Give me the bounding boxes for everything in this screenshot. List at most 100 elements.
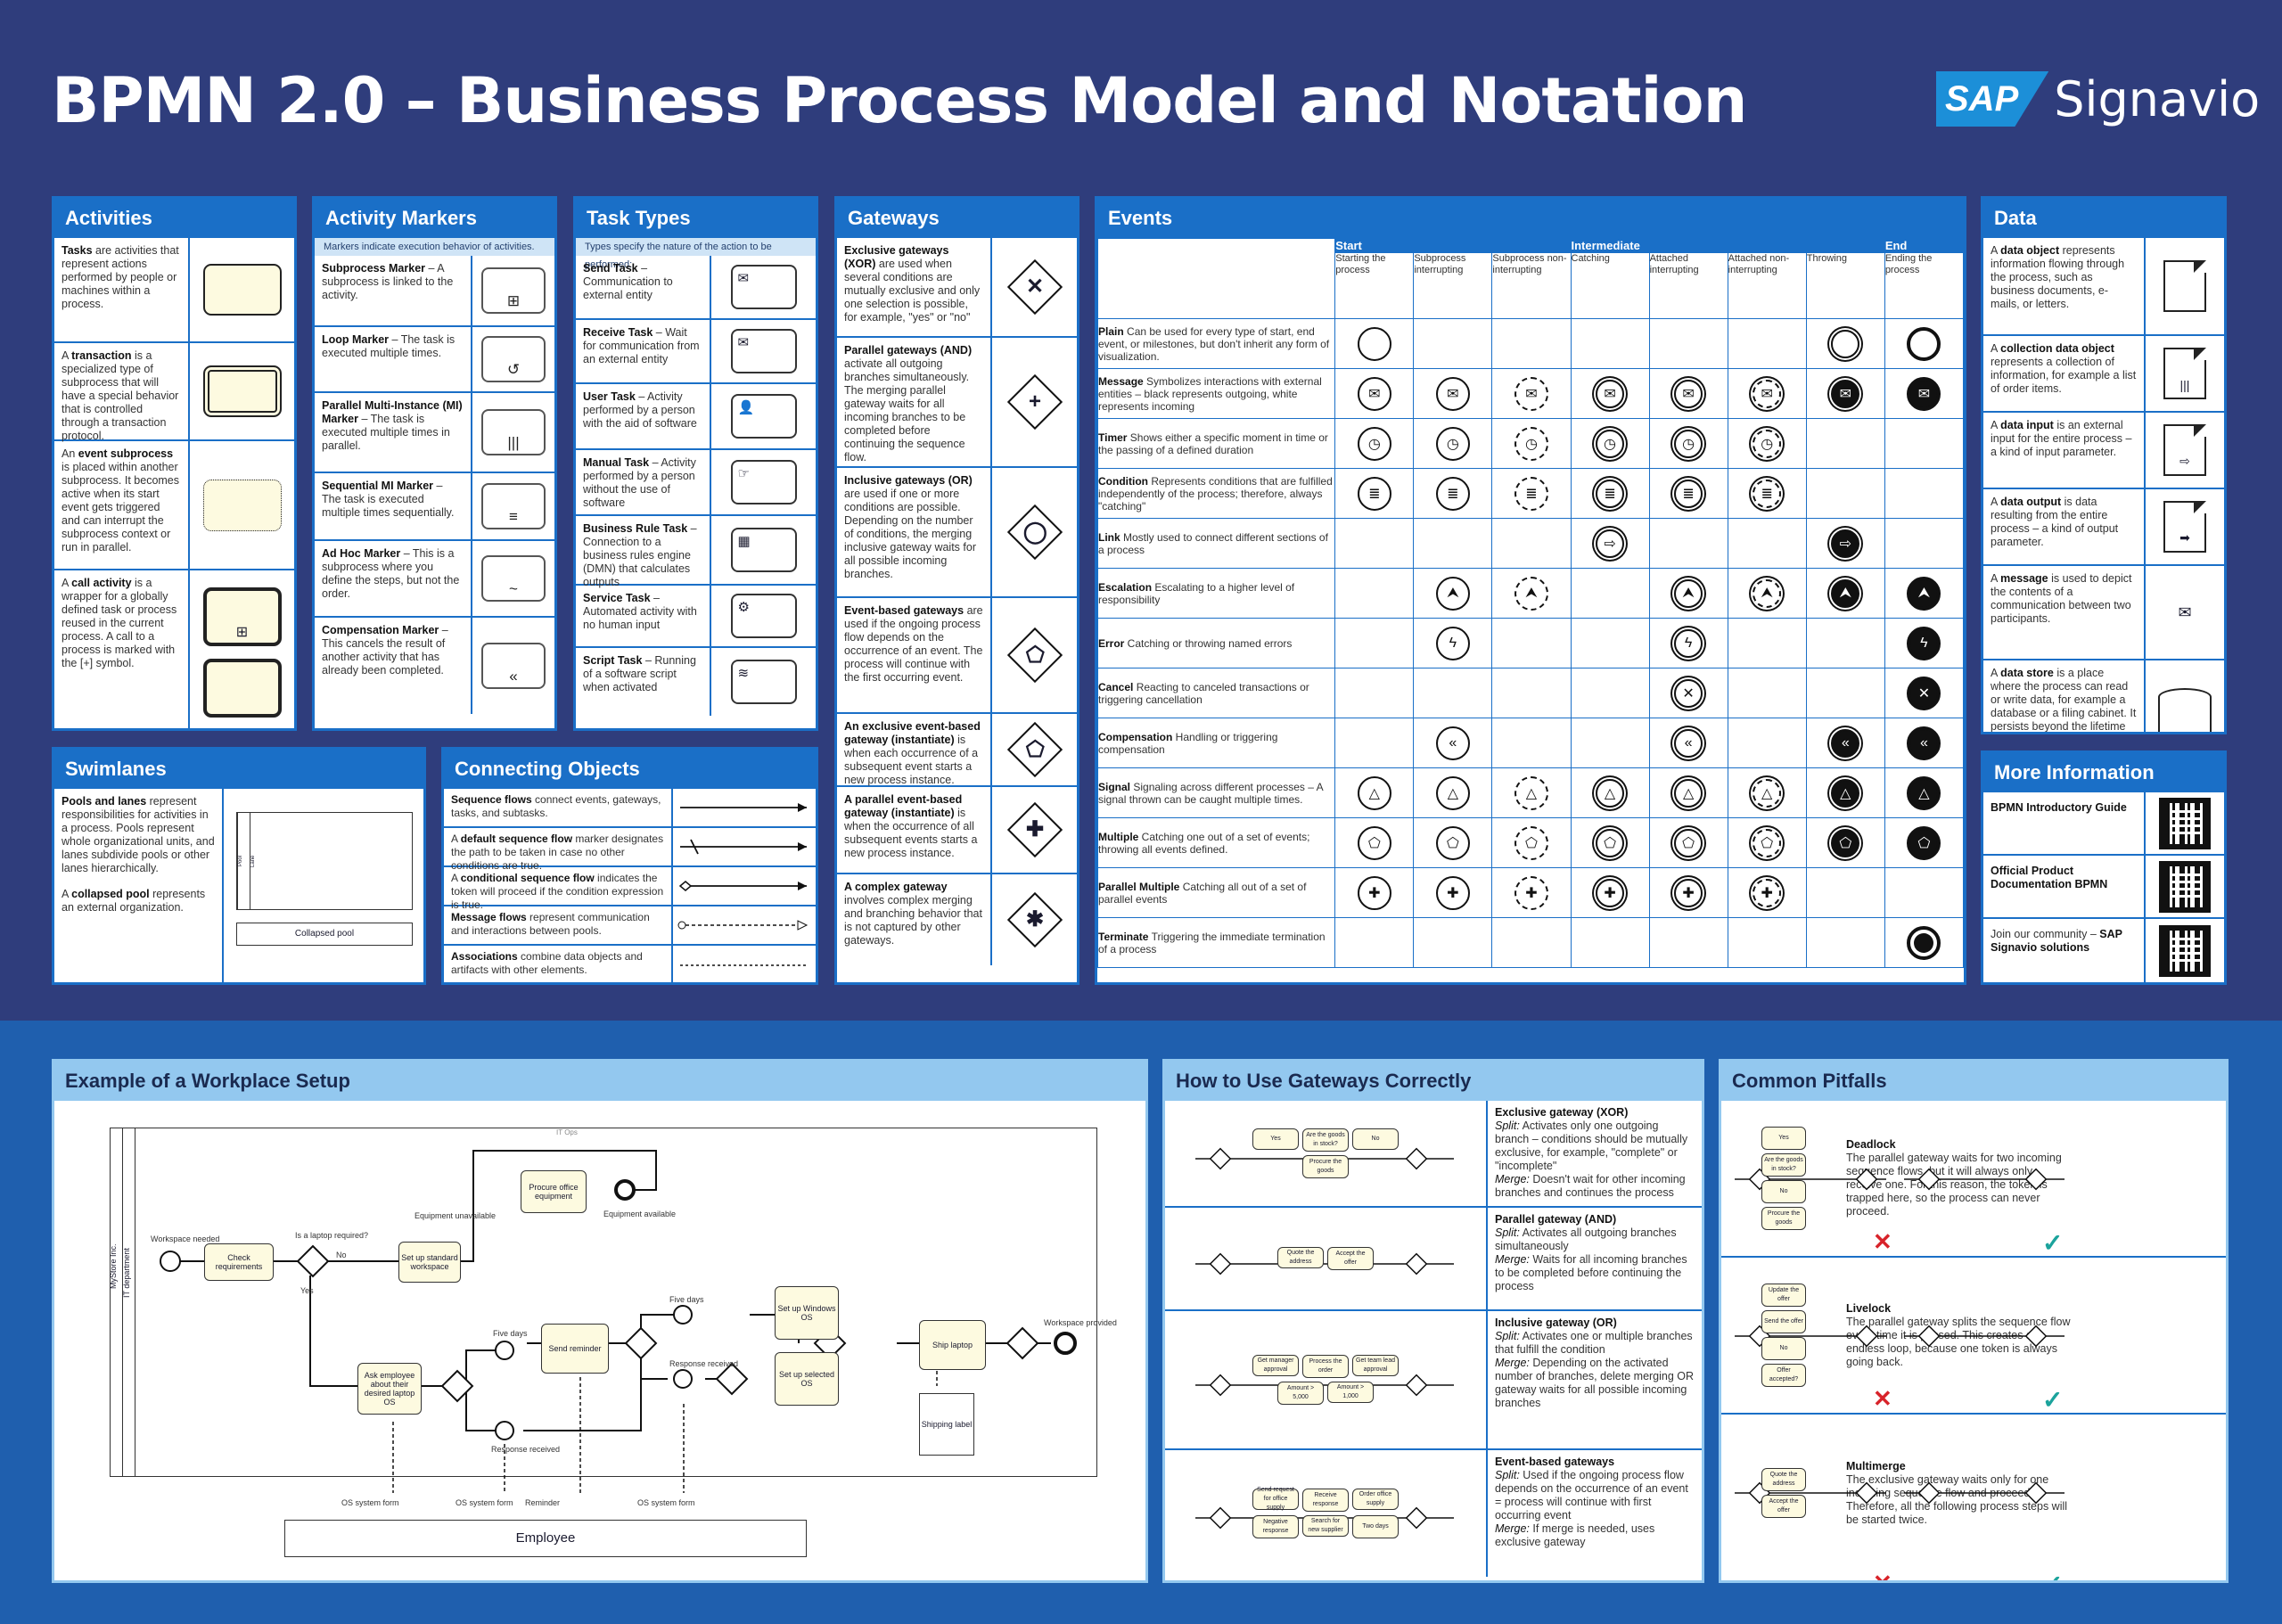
event-symbol: « xyxy=(1907,726,1941,760)
task-type-row: User Task – Activity performed by a pers… xyxy=(576,384,816,450)
marker-row: Sequential MI Marker – The task is execu… xyxy=(315,473,554,541)
data-object-marker-icon: ➡ xyxy=(2179,530,2190,545)
event-symbol: ✉ xyxy=(1514,376,1548,411)
event-symbol: △ xyxy=(1674,778,1703,808)
task-type-row: Send Task – Communication to external en… xyxy=(576,256,816,320)
example-task-send-reminder: Send reminder xyxy=(541,1324,609,1374)
pitfall-diagram-label: Procure the goods xyxy=(1761,1207,1806,1230)
transaction-shape xyxy=(202,365,282,417)
more-info-row[interactable]: Official Product Documentation BPMN xyxy=(1983,856,2224,919)
task-type-icon: ⚙ xyxy=(737,600,750,615)
event-icon: ✚ xyxy=(1525,885,1538,901)
howto-diagram-label: Quote the address xyxy=(1277,1247,1324,1268)
event-icon: ⮝ xyxy=(1839,585,1852,601)
event-icon: ✕ xyxy=(1917,685,1931,701)
activities-title: Activities xyxy=(54,199,294,238)
more-info-row[interactable]: Join our community – SAP Signavio soluti… xyxy=(1983,919,2224,982)
howto-diagram-label: Negative response xyxy=(1252,1515,1299,1538)
example-label-equipment-unavailable: Equipment unavailable xyxy=(415,1211,497,1220)
howto-diagram-label: Yes xyxy=(1252,1128,1299,1150)
events-col-header: Attached interrupting xyxy=(1648,252,1728,319)
terminate-icon xyxy=(1914,932,1934,953)
connecting-row: A conditional sequence flow indicates th… xyxy=(444,867,816,911)
call-activity-task-shape xyxy=(202,658,282,718)
task-type-shape: ✉ xyxy=(730,329,797,373)
connector-line xyxy=(680,803,807,812)
data-object-marker-icon: ⇨ xyxy=(2179,454,2190,468)
events-title: Events xyxy=(1097,199,1964,238)
event-symbol: ⇨ xyxy=(1831,529,1860,558)
marker-shape: ≡ xyxy=(481,483,546,529)
gateway-row: An exclusive event-based gateway (instan… xyxy=(837,714,1077,787)
task-type-icon: ✉ xyxy=(737,335,750,350)
event-icon: ✚ xyxy=(1604,885,1616,901)
howto-diagram-label: Are the goods in stock? xyxy=(1302,1128,1349,1152)
connector-line xyxy=(677,920,809,931)
event-symbol: ✕ xyxy=(1674,678,1703,708)
event-symbol: ✉ xyxy=(1753,379,1782,408)
qr-code-icon[interactable] xyxy=(2159,797,2211,849)
pitfall-diagram-label: Quote the address xyxy=(1761,1468,1806,1491)
task-type-shape: ▦ xyxy=(730,528,797,572)
howto-diagram-label: Get manager approval xyxy=(1252,1355,1299,1376)
event-symbol: ⇨ xyxy=(1596,529,1625,558)
events-col-header: Subprocess non-interrupting xyxy=(1491,252,1572,319)
event-icon: △ xyxy=(1840,785,1851,801)
task-type-icon: ≋ xyxy=(737,666,750,681)
task-type-shape: ☞ xyxy=(730,460,797,504)
event-icon: △ xyxy=(1682,785,1695,801)
activity-row-call-activity: A call activity is a wrapper for a globa… xyxy=(54,570,294,728)
event-symbol: ⬠ xyxy=(1514,825,1548,860)
marker-icon: ||| xyxy=(507,434,520,451)
event-row-label: Plain Can be used for every type of star… xyxy=(1097,318,1336,369)
event-icon: ✉ xyxy=(1761,386,1773,402)
example-label-response-1: Response received xyxy=(491,1445,561,1454)
event-row-label: Message Symbolizes interactions with ext… xyxy=(1097,368,1336,419)
example-label-os-form-1: OS system form xyxy=(341,1498,399,1507)
howto-title: How to Use Gateways Correctly xyxy=(1165,1062,1702,1101)
event-symbol: « xyxy=(1831,728,1860,758)
gateway-shape: ✕ xyxy=(1006,258,1063,316)
gateway-icon: ◯ xyxy=(1022,519,1047,544)
event-row: Compensation Handling or triggering comp… xyxy=(1097,718,1964,768)
qr-code-icon[interactable] xyxy=(2159,924,2211,977)
event-symbol: ⮝ xyxy=(1674,578,1703,608)
task-type-row: Business Rule Task – Connection to a bus… xyxy=(576,516,816,588)
more-info-row[interactable]: BPMN Introductory Guide xyxy=(1983,792,2224,856)
event-symbol: ✉ xyxy=(1435,376,1470,411)
marker-row: Compensation Marker – This cancels the r… xyxy=(315,618,554,714)
event-row-label: Parallel Multiple Catching all out of a … xyxy=(1097,867,1336,918)
event-icon: ⬠ xyxy=(1839,835,1852,851)
task-type-icon: ☞ xyxy=(737,466,750,481)
data-row: A data input is an external input for th… xyxy=(1983,413,2224,489)
event-symbol: ⮝ xyxy=(1831,578,1860,608)
event-icon: ≣ xyxy=(1604,486,1616,502)
example-shipping-label: Shipping label xyxy=(919,1393,974,1456)
example-label-workspace-needed: Workspace needed xyxy=(151,1234,220,1243)
event-symbol: ≣ xyxy=(1514,476,1548,511)
event-symbol: ≣ xyxy=(1435,476,1470,511)
event-symbol: ✚ xyxy=(1674,878,1703,907)
task-types-title: Task Types xyxy=(576,199,816,238)
event-symbol: ≣ xyxy=(1674,479,1703,508)
pitfall-diagram-label: No xyxy=(1761,1180,1806,1203)
qr-code-icon[interactable] xyxy=(2159,860,2211,913)
event-symbol: ✉ xyxy=(1357,376,1391,411)
event-icon: ◷ xyxy=(1761,436,1774,452)
correct-check-icon: ✓ xyxy=(2042,1386,2064,1414)
event-symbol: ✚ xyxy=(1357,875,1391,910)
event-symbol xyxy=(1831,329,1860,358)
howto-diagram-label: Amount > 1,000 xyxy=(1327,1382,1374,1403)
example-employee-pool: Employee xyxy=(284,1520,807,1557)
example-label-yes: Yes xyxy=(300,1286,314,1295)
events-col-header: Attached non-interrupting xyxy=(1727,252,1807,319)
event-icon: ⬠ xyxy=(1367,835,1381,851)
data-object-icon: ⇨ xyxy=(2163,424,2206,476)
more-information-title: More Information xyxy=(1983,753,2224,792)
